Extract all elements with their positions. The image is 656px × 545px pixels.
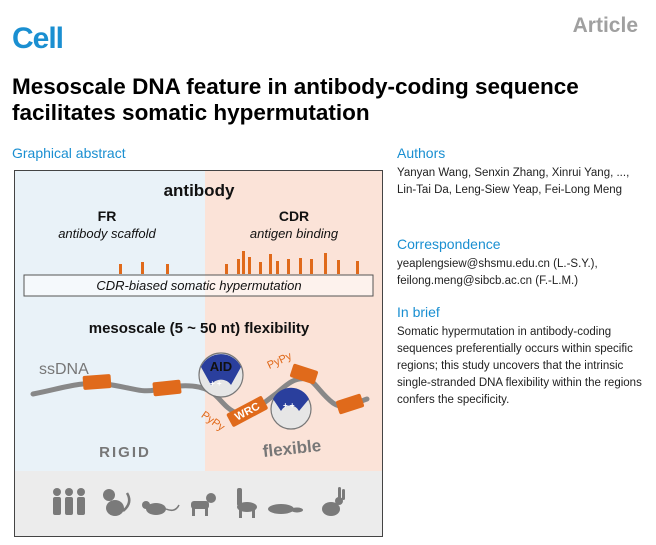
correspondence-heading: Correspondence [397, 236, 501, 252]
shm-label: CDR-biased somatic hypermutation [96, 278, 301, 293]
graphical-abstract-figure: antibody FR antibody scaffold CDR antige… [14, 170, 383, 537]
ssdna-segment [289, 363, 319, 385]
human-icon [53, 488, 85, 515]
authors-list: Yanyan Wang, Senxin Zhang, Xinrui Yang, … [397, 167, 630, 196]
in-brief-text: Somatic hypermutation in antibody-coding… [397, 326, 642, 406]
aid-enzyme: AID + + [198, 352, 244, 398]
aid-plus-marks: + + [283, 401, 295, 410]
correspondence-section: Correspondence yeaplengsiew@shsmu.edu.cn… [397, 236, 647, 290]
mutation-bars [119, 251, 359, 274]
mutation-bar [225, 264, 228, 274]
authors-heading: Authors [397, 145, 446, 161]
cdr-subtitle: antigen binding [250, 226, 339, 241]
mutation-bar [324, 253, 327, 274]
monkey-icon [103, 489, 131, 516]
aid-label: AID [210, 359, 232, 374]
dog-icon [191, 493, 216, 516]
authors-section: Authors Yanyan Wang, Senxin Zhang, Xinru… [397, 145, 647, 199]
graphical-abstract-svg: antibody FR antibody scaffold CDR antige… [15, 171, 382, 536]
mutation-bar [299, 258, 302, 274]
mutation-bar [310, 259, 313, 274]
mutation-bar [237, 259, 240, 274]
ssdna-segment [335, 393, 365, 415]
fr-subtitle: antibody scaffold [58, 226, 156, 241]
llama-icon [237, 488, 257, 518]
mutation-bar [337, 260, 340, 274]
species-icons [53, 487, 345, 518]
mutation-bar [269, 254, 272, 274]
fr-title: FR [98, 208, 117, 224]
shm-box [23, 274, 374, 297]
rigid-label: RIGID [99, 444, 151, 461]
correspondence-emails[interactable]: yeaplengsiew@shsmu.edu.cn (L.-S.Y.), fei… [397, 258, 598, 287]
rabbit-icon [322, 487, 345, 516]
mutation-bar [356, 261, 359, 274]
ssdna-segment [152, 379, 182, 397]
wrc-box [226, 396, 268, 427]
article-title: Mesoscale DNA feature in antibody-coding… [12, 74, 579, 125]
article-type-label: Article [572, 14, 638, 37]
in-brief-heading: In brief [397, 304, 440, 320]
antibody-heading: antibody [164, 181, 235, 200]
ssdna-segment [82, 374, 112, 390]
mutation-bar [287, 259, 290, 274]
aid-enzyme-second: + + [270, 387, 312, 430]
fr-region-background [15, 171, 205, 471]
mouse-icon [142, 501, 180, 515]
journal-logo: Cell [12, 22, 64, 55]
platypus-icon [268, 504, 303, 514]
cdr-title: CDR [279, 208, 309, 224]
flexibility-heading: mesoscale (5 ~ 50 nt) flexibility [89, 320, 310, 337]
mutation-bar [141, 262, 144, 274]
mutation-bar [248, 257, 251, 274]
mutation-bar [276, 261, 279, 274]
graphical-abstract-label: Graphical abstract [12, 145, 126, 161]
mutation-bar [166, 264, 169, 274]
mutation-bar [119, 264, 122, 274]
in-brief-section: In brief Somatic hypermutation in antibo… [397, 304, 647, 409]
mutation-bar [242, 251, 245, 274]
aid-plus-marks: + + [210, 379, 222, 388]
ssdna-label: ssDNA [39, 361, 89, 378]
mutation-bar [259, 262, 262, 274]
